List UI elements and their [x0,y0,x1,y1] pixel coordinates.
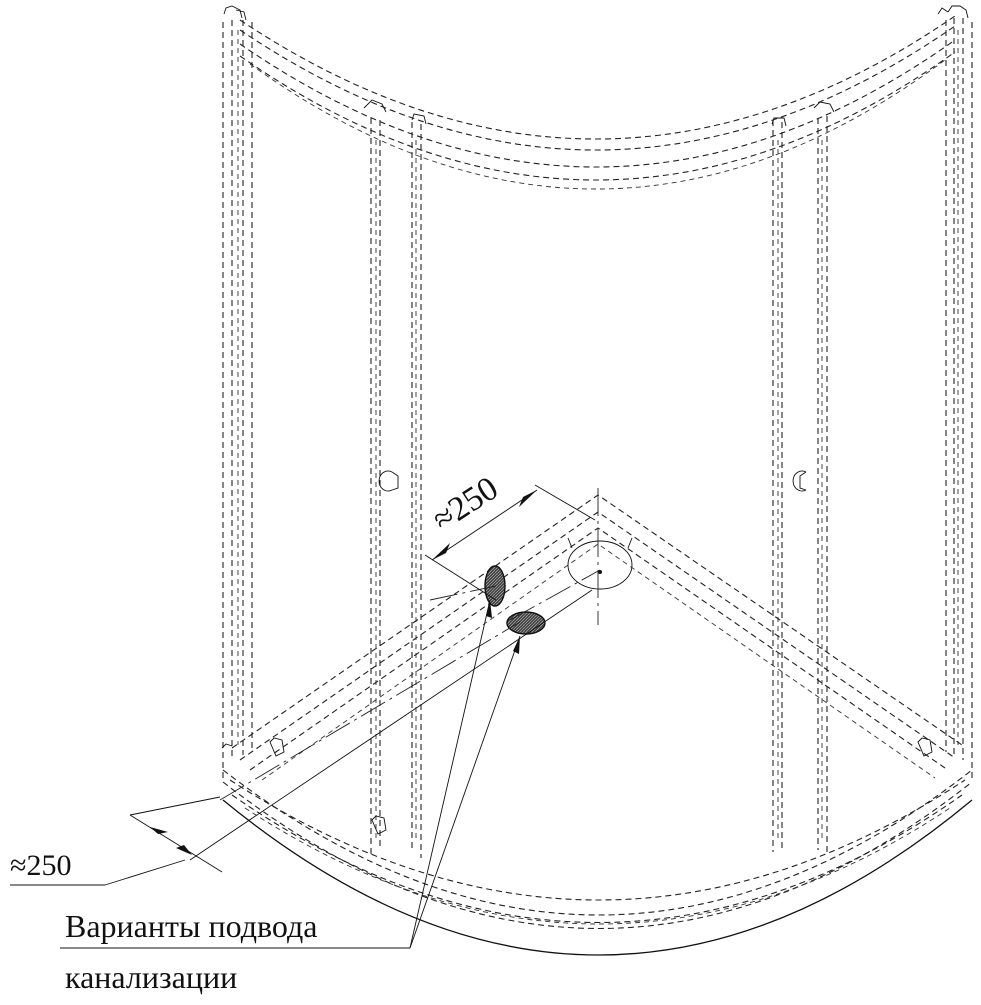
sewer-outlets [429,565,601,635]
outlet-option-2-icon [506,611,546,635]
callout-line-2: канализации [65,959,237,995]
right-door-posts [771,101,835,855]
drain-icon [567,540,633,590]
door-handles [378,470,807,492]
dimension-top-label: ≈250 [426,470,505,539]
top-curved-rails [239,15,956,190]
tray-brackets [221,737,933,835]
right-corner-post [937,5,973,762]
shower-tray [222,488,973,956]
dimension-top [424,484,596,601]
dimension-left [10,589,593,886]
callout-line-1: Варианты подвода [65,908,317,944]
left-door-posts [363,99,427,858]
callout-leaders [60,599,521,949]
left-corner-post [222,5,253,762]
dimension-left-label: ≈250 [10,849,71,882]
